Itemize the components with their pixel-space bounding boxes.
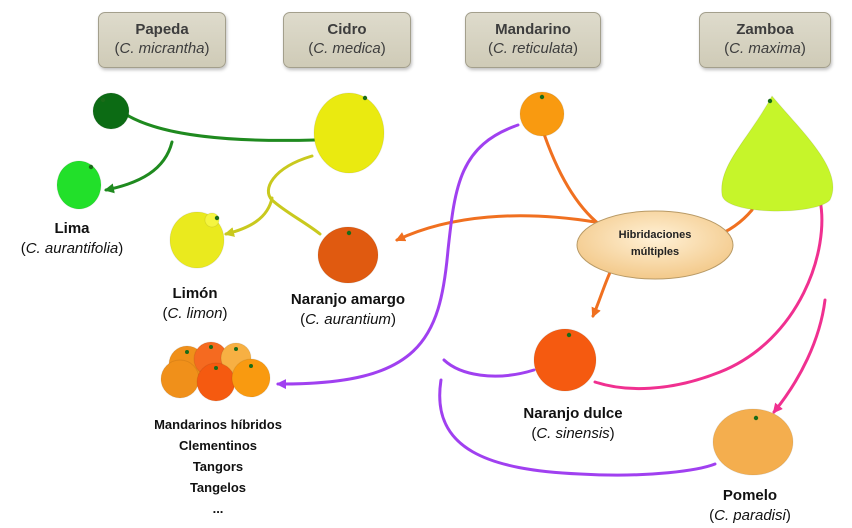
hybrid-variety: Tangelos <box>189 480 247 495</box>
hybrid-variety: Mandarinos híbridos <box>154 417 282 432</box>
connector-purple-to-grapefruit <box>438 378 717 477</box>
arrow-citron-to-lemon <box>224 196 274 237</box>
pomelo-ancestor-fruit <box>721 95 834 212</box>
hybrid-variety: Clementinos <box>178 438 257 453</box>
species-sci-name: (C. aurantium) <box>300 311 396 328</box>
ancestor-sci-name: (C. micrantha) <box>114 40 210 57</box>
ancestor-name: Cidro <box>327 21 367 38</box>
arrow-bubble-to-bitter-orange <box>395 214 597 242</box>
arrow-papeda-citron-to-lime <box>120 110 317 142</box>
ancestor-name: Mandarino <box>495 21 571 38</box>
papeda-fruit <box>92 92 130 130</box>
ancestor-sci-name: (C. maxima) <box>724 40 806 57</box>
ancestor-name: Zamboa <box>736 21 794 38</box>
bitter-orange-fruit <box>317 226 379 284</box>
species-name: Naranjo dulce <box>523 405 623 422</box>
hybridization-bubble-label: Hibridaciones múltiples <box>618 229 692 258</box>
connector-sweet-orange-to-purple <box>442 358 536 378</box>
hybrid-variety: Tangors <box>192 459 244 474</box>
connector-mandarin-to-bubble <box>540 126 602 227</box>
ancestor-box-zamboa: Zamboa (C. maxima) <box>699 12 831 68</box>
species-sci-name: (C. sinensis) <box>531 425 615 442</box>
species-label-naranjo-amargo: Naranjo amargo (C. aurantium) <box>278 291 418 328</box>
mandarin-fruit <box>519 91 565 137</box>
species-label-limon: Limón (C. limon) <box>145 285 245 322</box>
species-sci-name: (C. limon) <box>162 305 228 322</box>
grapefruit-fruit <box>712 408 794 476</box>
hybrid-varieties-list: Mandarinos híbridos Clementinos Tangors … <box>128 414 308 519</box>
arrow-pomelo-ancestor-to-grapefruit <box>772 298 827 414</box>
ancestor-box-mandarino: Mandarino (C. reticulata) <box>465 12 601 68</box>
hybrid-fruit-cluster <box>160 341 271 402</box>
connector-citron-to-bitter-orange <box>266 154 322 236</box>
hybrid-variety: ... <box>212 501 224 516</box>
ancestor-box-papeda: Papeda (C. micrantha) <box>98 12 226 68</box>
arrow-branch-to-lime <box>104 140 174 194</box>
species-label-lima: Lima (C. aurantifolia) <box>2 220 142 257</box>
species-label-pomelo: Pomelo (C. paradisi) <box>695 487 805 524</box>
hybridization-bubble <box>576 210 734 280</box>
species-sci-name: (C. paradisi) <box>709 507 791 524</box>
ancestor-box-cidro: Cidro (C. medica) <box>283 12 411 68</box>
ancestor-name: Papeda <box>135 21 189 38</box>
arrow-mandarin-to-hybrids <box>276 123 520 390</box>
lime-fruit <box>56 160 102 210</box>
ancestor-sci-name: (C. reticulata) <box>487 40 579 57</box>
species-name: Lima <box>54 220 90 237</box>
species-name: Pomelo <box>722 487 778 504</box>
citron-fruit <box>313 92 385 174</box>
species-sci-name: (C. aurantifolia) <box>20 240 124 257</box>
sweet-orange-fruit <box>533 328 597 392</box>
species-name: Limón <box>172 285 218 302</box>
ancestor-sci-name: (C. medica) <box>308 40 386 57</box>
species-name: Naranjo amargo <box>290 291 406 308</box>
connector-pomelo-ancestor-to-sweet-orange <box>593 198 824 391</box>
arrow-bubble-to-sweet-orange <box>591 266 614 318</box>
species-label-naranjo-dulce: Naranjo dulce (C. sinensis) <box>508 405 638 442</box>
